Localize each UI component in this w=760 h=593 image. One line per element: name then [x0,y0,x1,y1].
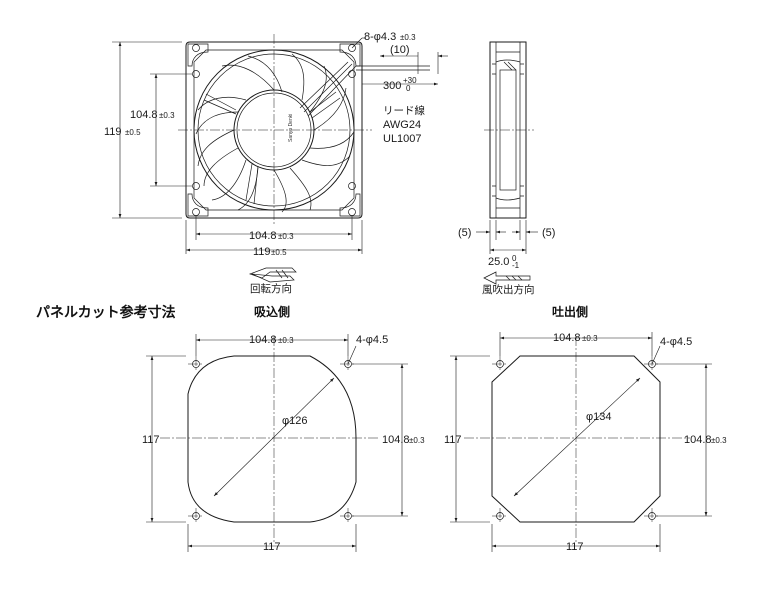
side-right-margin: (5) [542,227,555,239]
exhaust-diameter: φ134 [586,411,612,423]
side-left-margin: (5) [458,227,471,239]
fan-frame-outline [185,41,363,219]
lead-length-value: 300 [383,80,401,92]
lead-length-tol-upper: +30 [403,76,417,85]
mount-holes-note: 8-φ4.3 [364,31,396,43]
intake-pitch-right: 104.8 [382,434,410,446]
rotor-label: Sanyo Denki [288,114,294,142]
lead-wire-label: リード線 [383,104,425,117]
intake-width: 117 [263,541,281,553]
exhaust-title: 吐出側 [552,304,588,319]
intake-diameter: φ126 [282,415,308,427]
mount-holes-tol: ±0.3 [400,33,416,42]
lead-wire-bundle [299,61,357,117]
intake-holes-note: 4-φ4.5 [356,334,388,346]
intake-title: 吸込側 [254,304,290,319]
top-dimensions: 119 ±0.5 104.8 ±0.3 104.8 ±0.3 119 ±0.5 … [104,31,448,258]
lead-wire-ul: UL1007 [383,133,422,145]
intake-height: 117 [142,434,160,446]
airflow-label: 風吹出方向 [482,283,535,296]
exhaust-height: 117 [444,434,462,446]
frame-width-value: 119 [253,246,271,258]
intake-pitch-top: 104.8 [249,334,277,346]
rotation-label: 回転方向 [250,282,292,295]
side-dimensions: (5) (5) 25.0 0 -1 [458,220,555,270]
side-depth-tol-lower: -1 [512,261,520,270]
intake-panel: 吸込側 φ126 104.8 ±0.3 4-φ4.5 117 104.8 ±0.… [142,304,425,553]
exhaust-pitch-right-tol: ±0.3 [711,436,727,445]
exhaust-width: 117 [566,541,584,553]
exhaust-pitch-top: 104.8 [553,332,581,344]
exhaust-holes-note: 4-φ4.5 [660,336,692,348]
frame-height-tol: ±0.5 [125,128,141,137]
exhaust-panel: 吐出側 φ134 104.8 ±0.3 4-φ4.5 117 104.8 ±0.… [444,304,727,553]
lead-strip-value: (10) [390,44,410,56]
panel-cut-title: パネルカット参考寸法 [36,304,176,321]
hole-pitch-h-value: 104.8 [249,230,277,242]
frame-height-value: 119 [104,126,122,138]
side-depth-tol-upper: 0 [512,254,517,263]
exhaust-pitch-right: 104.8 [684,434,712,446]
fan-frame-inner [193,49,355,211]
intake-cutout [187,355,357,523]
airflow-direction-arrow-icon [483,271,531,285]
fan-side-view [484,41,534,219]
lead-length-tol-lower: 0 [406,84,411,93]
frame-width-tol: ±0.5 [271,248,287,257]
lead-wire-awg: AWG24 [383,119,421,131]
hole-pitch-v-tol: ±0.3 [159,111,175,120]
fan-blades [195,53,355,213]
hole-pitch-v-value: 104.8 [130,109,158,121]
mounting-holes [192,44,356,216]
intake-pitch-top-tol: ±0.3 [278,336,294,345]
hole-pitch-h-tol: ±0.3 [278,232,294,241]
rotation-direction-arrow-icon [248,267,297,283]
exhaust-cutout [491,355,661,523]
intake-pitch-right-tol: ±0.3 [409,436,425,445]
fan-front-view: Sanyo Denki [178,34,372,226]
exhaust-pitch-top-tol: ±0.3 [582,334,598,343]
side-depth-value: 25.0 [488,256,509,268]
